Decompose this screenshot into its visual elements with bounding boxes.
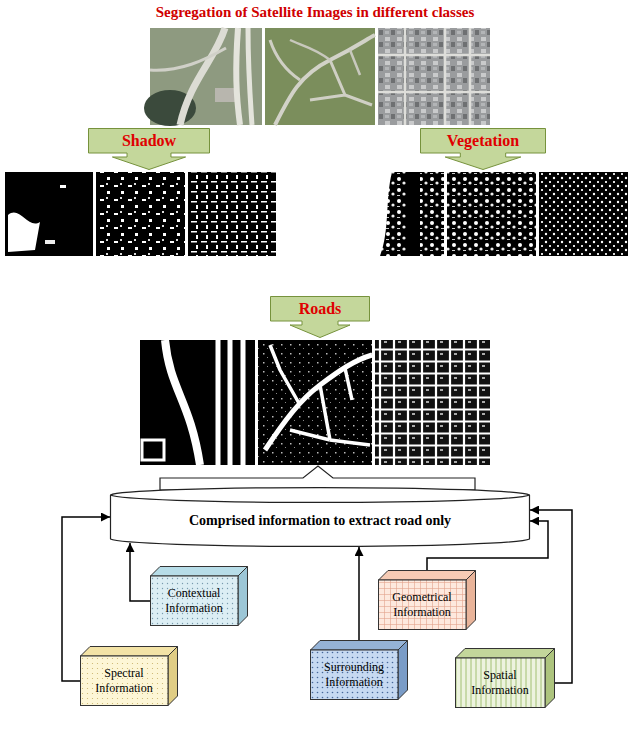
art-part [355, 172, 444, 256]
class-label: Roads [299, 300, 342, 318]
cylinder-label: Comprised information to extract road on… [189, 513, 451, 529]
shape-part [151, 567, 248, 577]
shape-part [168, 647, 178, 706]
box-label: Geometrical Information [382, 590, 462, 620]
class-arrow: Roads [270, 296, 370, 338]
text-holder: Spectral Information [84, 658, 164, 704]
text-holder: Vegetation [420, 128, 546, 153]
shape-part [456, 658, 546, 708]
art-part [539, 172, 628, 256]
shape-part [81, 656, 169, 706]
box-label: Spectral Information [84, 666, 164, 696]
road-images [140, 340, 490, 465]
info-box: Contextual Information [150, 566, 248, 626]
art-part [236, 28, 240, 125]
art-part [150, 48, 226, 70]
class-label: Shadow [122, 132, 176, 150]
shape-part [311, 641, 408, 651]
info-box: Spectral Information [80, 646, 178, 706]
art-part [290, 40, 360, 75]
class-arrow: Vegetation [420, 128, 546, 170]
art-part [8, 213, 40, 252]
class-arrow: Shadow [88, 128, 210, 170]
info-box: Surrounding Information [310, 640, 408, 700]
art-part [406, 172, 420, 256]
bracket [160, 466, 475, 490]
shape-part [81, 647, 178, 657]
text-holder: Roads [270, 296, 370, 321]
art-part [265, 28, 375, 125]
art-part [447, 172, 536, 256]
art-part [5, 172, 93, 256]
text-holder: Surrounding Information [314, 652, 394, 698]
title: Segregation of Satellite Images in diffe… [0, 4, 630, 21]
art-part [270, 345, 370, 445]
satellite-images [144, 28, 490, 126]
box-label: Surrounding Information [314, 660, 394, 690]
vegetation-images [355, 172, 628, 256]
box-label: Contextual Information [154, 586, 234, 616]
art-part [45, 240, 55, 244]
shape-part [421, 129, 546, 170]
box-label: Spatial Information [459, 668, 541, 698]
text-holder: Spatial Information [459, 660, 541, 706]
shape-part [238, 567, 248, 626]
connector-arrow [130, 543, 150, 601]
shape-part [466, 571, 476, 630]
art-part [355, 172, 392, 256]
art-part [258, 340, 372, 465]
art-part [188, 172, 276, 256]
shape-part [271, 297, 370, 338]
info-cylinder: Comprised information to extract road on… [110, 487, 530, 547]
art-part [60, 185, 66, 188]
art-part [270, 40, 372, 105]
art-part [378, 28, 490, 125]
shape-part [311, 650, 399, 700]
info-box: Spatial Information [455, 648, 555, 708]
shape-part [89, 129, 210, 170]
shape-part [151, 576, 239, 626]
connector-arrow [358, 547, 360, 640]
art-part [248, 28, 252, 125]
text-holder: Geometrical Information [382, 582, 462, 628]
shape-part [398, 641, 408, 700]
art-part [375, 340, 490, 465]
text-holder: Shadow [88, 128, 210, 153]
art-part [215, 88, 237, 102]
class-label: Vegetation [447, 132, 519, 150]
text-holder: Contextual Information [154, 578, 234, 624]
shape-part [456, 649, 555, 659]
shape-part [111, 495, 530, 502]
shape-part [379, 571, 476, 581]
art-part [96, 172, 185, 256]
art-part [378, 28, 490, 125]
shape-part [111, 488, 530, 547]
art-part [140, 340, 255, 465]
art-part [180, 28, 225, 125]
text-holder: Comprised information to extract road on… [120, 503, 520, 539]
shadow-images [5, 172, 276, 256]
info-box: Geometrical Information [378, 570, 476, 630]
art-part [165, 340, 200, 465]
art-part [275, 35, 375, 125]
art-part [142, 440, 164, 460]
shape-part [545, 649, 555, 708]
shape-part [379, 580, 467, 630]
art-part [218, 340, 243, 465]
